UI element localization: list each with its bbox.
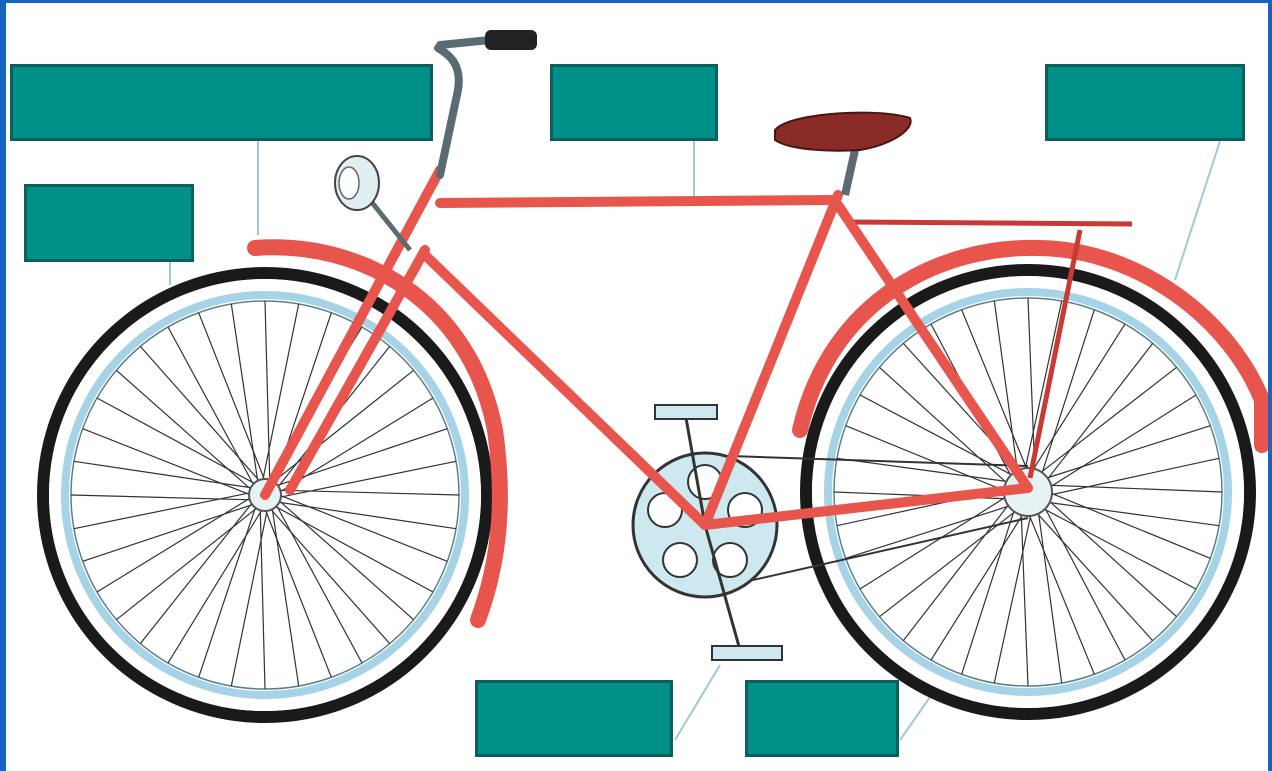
pedal-bottom-icon xyxy=(712,646,782,660)
front-spoke xyxy=(140,346,260,481)
label-box-frame[interactable] xyxy=(550,64,718,141)
headlamp-lens xyxy=(339,167,359,199)
frame-border-right xyxy=(1268,0,1272,771)
front-spoke xyxy=(83,429,251,495)
handlebar-grip-icon xyxy=(485,30,537,50)
front-spoke xyxy=(274,506,433,592)
front-spoke xyxy=(199,313,265,481)
top-tube xyxy=(440,200,832,203)
front-spoke xyxy=(97,398,256,484)
rear-spoke xyxy=(1045,502,1219,526)
front-spoke xyxy=(265,509,331,677)
rear-spoke xyxy=(1047,499,1177,617)
leader-lines xyxy=(170,141,1220,740)
front-spoke xyxy=(276,504,362,663)
label-box-pedal[interactable] xyxy=(475,680,673,757)
front-spoke xyxy=(168,509,263,663)
front-spoke xyxy=(270,508,390,643)
rear-spoke xyxy=(846,426,1008,492)
headlamp-bracket xyxy=(370,200,410,250)
rear-spoke xyxy=(1048,492,1210,558)
leader-line-rear-fender xyxy=(1175,141,1220,280)
handlebar xyxy=(438,30,537,175)
rack-top xyxy=(850,222,1132,224)
leader-line-pedal xyxy=(675,665,720,740)
front-spoke xyxy=(279,495,447,561)
label-box-wheel[interactable] xyxy=(24,184,194,262)
rear-spoke xyxy=(1038,509,1062,683)
front-spoke xyxy=(272,507,299,686)
front-spoke xyxy=(74,461,253,488)
label-box-rear-fender[interactable] xyxy=(1045,64,1245,141)
label-box-chain[interactable] xyxy=(745,680,899,757)
seat-post xyxy=(845,150,855,195)
rear-spoke xyxy=(994,512,1031,683)
pedal-top-icon xyxy=(655,405,717,419)
frame-border-left xyxy=(0,0,6,771)
rear-spoke xyxy=(1035,511,1153,641)
chainring-hole-4 xyxy=(663,543,697,577)
rear-spoke xyxy=(1021,511,1028,686)
handlebar-stem xyxy=(438,48,459,175)
label-box-handlebar[interactable] xyxy=(10,64,433,141)
rear-spoke xyxy=(962,310,1028,472)
rear-spoke xyxy=(1025,301,1062,472)
front-spoke xyxy=(277,502,456,529)
front-spoke xyxy=(97,497,251,592)
chain-top xyxy=(700,455,1028,466)
rear-spoke xyxy=(1048,458,1219,495)
rear-spoke xyxy=(1028,512,1094,674)
front-spoke xyxy=(278,500,413,620)
front-spoke xyxy=(116,370,251,490)
front-spoke xyxy=(168,327,254,486)
front-spoke xyxy=(231,304,258,483)
saddle-body xyxy=(775,113,911,151)
frame-border-top xyxy=(0,0,1272,3)
saddle-icon xyxy=(775,113,911,195)
handlebar-bar xyxy=(440,40,490,45)
rear-spoke xyxy=(1047,485,1222,492)
headlamp-icon xyxy=(335,156,410,250)
